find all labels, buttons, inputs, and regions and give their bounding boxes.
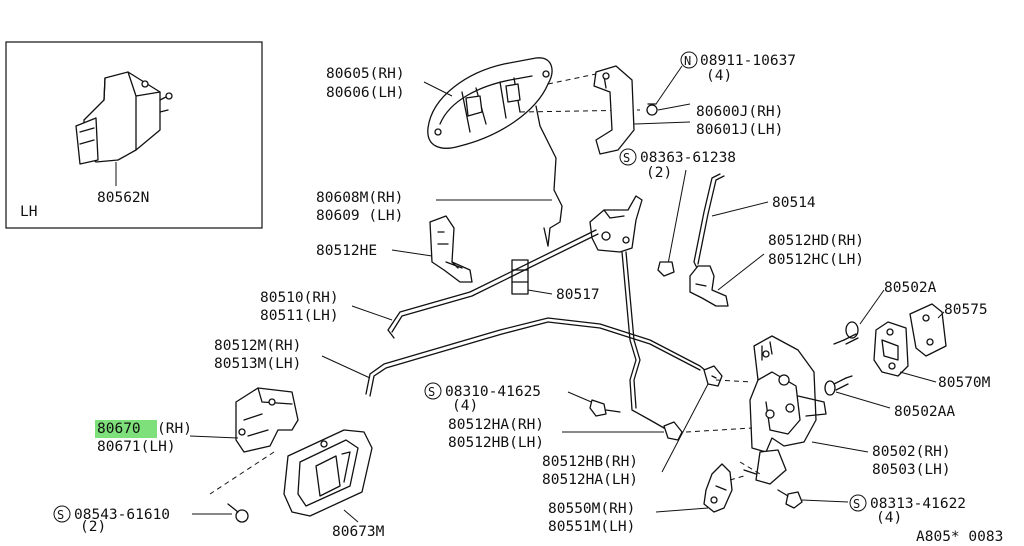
- callout-80502: 80502(RH): [872, 444, 951, 460]
- escutcheon-80670-drawing: [209, 387, 299, 495]
- rod-80512m-drawing: [365, 317, 713, 397]
- callout-80511: 80511(LH): [260, 308, 339, 324]
- fastener-08911-qty: (4): [706, 68, 732, 84]
- inset-part-number: 80562N: [97, 190, 149, 206]
- screw-80502aa-drawing: [824, 375, 853, 396]
- callout-80670: 80670: [97, 421, 141, 437]
- lever-80550m-drawing: [703, 463, 745, 513]
- door-lock-80502-drawing: [685, 335, 827, 485]
- callout-80605: 80605(RH): [326, 66, 405, 82]
- callout-80551m: 80551M(LH): [548, 519, 635, 535]
- callout-80512hb-rh: 80512HB(RH): [542, 454, 638, 470]
- callout-80512hc: 80512HC(LH): [768, 252, 864, 268]
- callout-80512he: 80512HE: [316, 243, 377, 259]
- callout-80502aa: 80502AA: [894, 404, 955, 420]
- callout-80510: 80510(RH): [260, 290, 339, 306]
- callout-80512ha-lh: 80512HA(LH): [542, 472, 638, 488]
- actuator-80562n-drawing: [75, 71, 173, 186]
- inside-bezel-80673m-drawing: [283, 429, 373, 517]
- callout-80671: 80671(LH): [97, 439, 176, 455]
- callout-80513m: 80513M(LH): [214, 356, 301, 372]
- rod-vertical-drawing: [621, 251, 665, 429]
- callout-80512m: 80512M(RH): [214, 338, 301, 354]
- rod-80608m-drawing: [535, 105, 563, 247]
- fastener-08543-number: 08543-61610: [74, 507, 170, 523]
- callout-80609: 80609 (LH): [316, 208, 403, 224]
- bell-crank-drawing: [589, 195, 643, 253]
- protector-80600j-drawing: [593, 65, 658, 155]
- fastener-08313: S 08313-41622 (4): [777, 489, 966, 526]
- rod-80514-drawing: [693, 173, 725, 271]
- callout-80670-suffix: (RH): [157, 421, 192, 437]
- callout-80606: 80606(LH): [326, 85, 405, 101]
- fastener-08911-prefix: N: [684, 54, 691, 68]
- diagram-code: A805* 0083: [916, 529, 1003, 545]
- fastener-08313-prefix: S: [853, 497, 860, 511]
- clip-80512he-drawing: [429, 215, 473, 283]
- callout-80512ha-rh: 80512HA(RH): [448, 417, 544, 433]
- fastener-08310-number: 08310-41625: [445, 384, 541, 400]
- fastener-08543-qty: (2): [80, 519, 106, 535]
- fastener-08310-prefix: S: [428, 385, 435, 399]
- fastener-08363: S 08363-61238 (2): [619, 148, 736, 277]
- fastener-08911: N 08911-10637 (4): [655, 51, 796, 105]
- fastener-08363-number: 08363-61238: [640, 150, 736, 166]
- callout-80570m: 80570M: [938, 375, 991, 391]
- callout-80600j: 80600J(RH): [696, 104, 783, 120]
- rod-80510-drawing: [387, 229, 599, 339]
- screw-80502a-drawing: [833, 321, 859, 345]
- outside-handle-80605-drawing: [427, 57, 641, 149]
- fastener-08543: S 08543-61610 (2): [53, 503, 249, 535]
- striker-80570m-drawing: [873, 321, 909, 377]
- fastener-08911-number: 08911-10637: [700, 53, 796, 69]
- inset-box: 80562N LH: [5, 41, 263, 229]
- fastener-08313-qty: (4): [876, 510, 902, 526]
- callout-80608m: 80608M(RH): [316, 190, 403, 206]
- callout-80673m: 80673M: [332, 524, 385, 540]
- callout-80502a: 80502A: [884, 280, 937, 296]
- fastener-08310: S 08310-41625 (4): [424, 382, 621, 417]
- shim-80575-drawing: [909, 303, 947, 357]
- clips-80512ha-drawing: [663, 365, 723, 441]
- clip-80512hd-drawing: [689, 265, 729, 307]
- highlight-80670: [95, 420, 157, 438]
- callout-80514: 80514: [772, 195, 816, 211]
- callout-80512hd: 80512HD(RH): [768, 233, 864, 249]
- fastener-08310-qty: (4): [452, 398, 478, 414]
- callout-80512hb-lh: 80512HB(LH): [448, 435, 544, 451]
- callout-80503: 80503(LH): [872, 462, 951, 478]
- callout-80517: 80517: [556, 287, 600, 303]
- callout-80550m: 80550M(RH): [548, 501, 635, 517]
- callout-80575: 80575: [944, 302, 988, 318]
- inset-side-label: LH: [20, 204, 37, 220]
- fastener-08363-qty: (2): [646, 165, 672, 181]
- fastener-08363-prefix: S: [623, 151, 630, 165]
- callout-80601j: 80601J(LH): [696, 122, 783, 138]
- fastener-08543-prefix: S: [57, 508, 64, 522]
- fastener-08313-number: 08313-41622: [870, 496, 966, 512]
